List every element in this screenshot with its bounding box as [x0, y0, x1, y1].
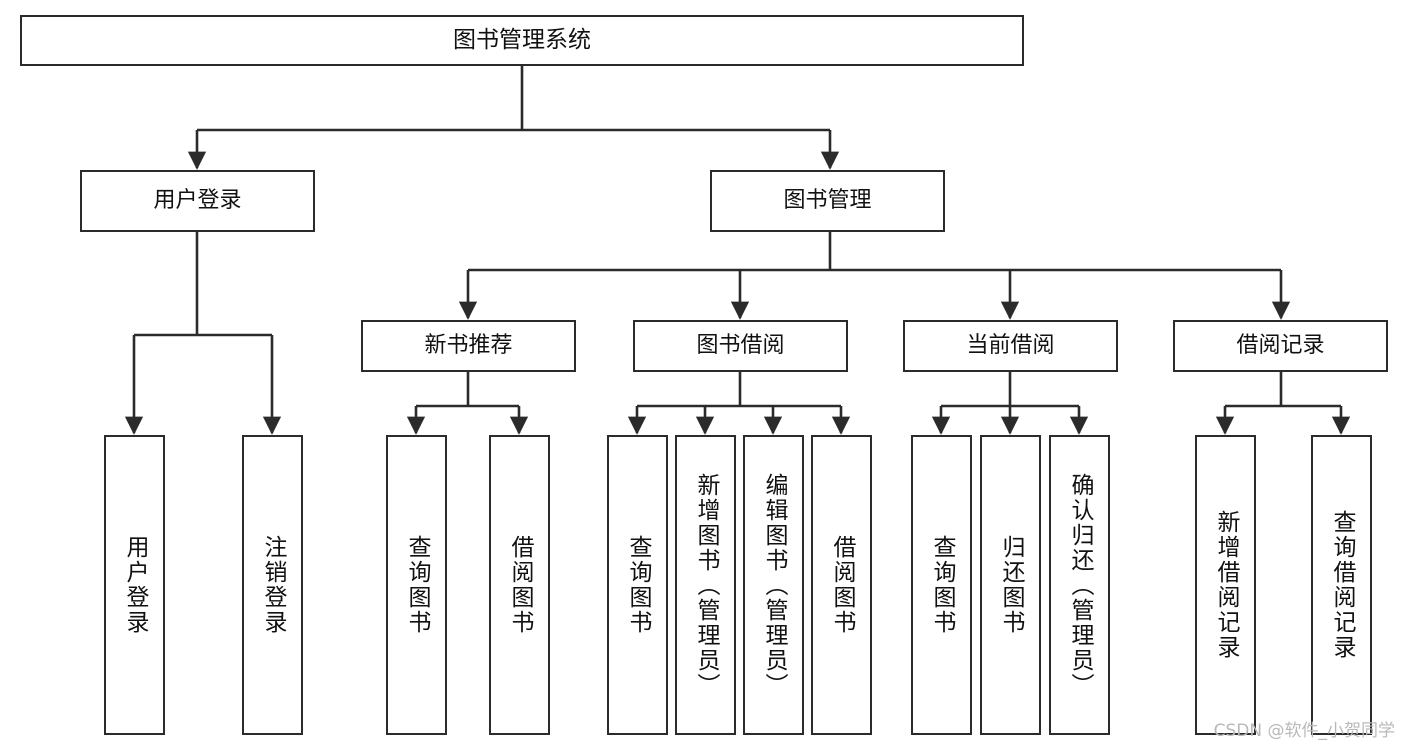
node-leaf-add-record[interactable]: 新增借阅记录	[1195, 435, 1256, 735]
node-leaf-logout-login[interactable]: 注销登录	[242, 435, 303, 735]
node-new-book-recommend-label: 新书推荐	[424, 333, 513, 359]
node-root-label: 图书管理系统	[453, 26, 591, 53]
node-leaf-user-login[interactable]: 用户登录	[104, 435, 165, 735]
node-leaf-edit-book-label: 编辑图书（管理员）	[761, 472, 787, 698]
watermark-text: CSDN @软件_小贺同学	[1213, 721, 1395, 741]
node-leaf-logout-login-label: 注销登录	[260, 535, 286, 635]
node-leaf-query-book-3-label: 查询图书	[929, 535, 955, 635]
node-leaf-return-book-label: 归还图书	[998, 535, 1024, 635]
node-leaf-borrow-book-1-label: 借阅图书	[507, 535, 533, 635]
node-root[interactable]: 图书管理系统	[20, 15, 1024, 66]
node-book-borrow-label: 图书借阅	[696, 333, 785, 359]
node-borrow-record-label: 借阅记录	[1236, 333, 1325, 359]
node-book-management[interactable]: 图书管理	[710, 170, 945, 232]
node-leaf-return-book[interactable]: 归还图书	[980, 435, 1041, 735]
node-new-book-recommend[interactable]: 新书推荐	[361, 320, 576, 372]
node-borrow-record[interactable]: 借阅记录	[1173, 320, 1388, 372]
node-leaf-add-book[interactable]: 新增图书（管理员）	[675, 435, 736, 735]
node-leaf-add-record-label: 新增借阅记录	[1213, 510, 1239, 660]
node-leaf-confirm-return[interactable]: 确认归还（管理员）	[1049, 435, 1110, 735]
node-leaf-query-book-2[interactable]: 查询图书	[607, 435, 668, 735]
node-user-login-label: 用户登录	[153, 188, 242, 214]
node-leaf-user-login-label: 用户登录	[122, 535, 148, 635]
node-leaf-edit-book[interactable]: 编辑图书（管理员）	[743, 435, 804, 735]
node-current-borrow[interactable]: 当前借阅	[903, 320, 1118, 372]
node-leaf-query-book-1-label: 查询图书	[404, 535, 430, 635]
node-leaf-query-record-label: 查询借阅记录	[1329, 510, 1355, 660]
node-current-borrow-label: 当前借阅	[966, 333, 1055, 359]
node-leaf-query-book-3[interactable]: 查询图书	[911, 435, 972, 735]
node-book-borrow[interactable]: 图书借阅	[633, 320, 848, 372]
node-leaf-borrow-book-1[interactable]: 借阅图书	[489, 435, 550, 735]
node-book-management-label: 图书管理	[783, 188, 872, 214]
node-leaf-query-book-1[interactable]: 查询图书	[386, 435, 447, 735]
node-leaf-borrow-book-2-label: 借阅图书	[829, 535, 855, 635]
node-leaf-query-book-2-label: 查询图书	[625, 535, 651, 635]
node-leaf-borrow-book-2[interactable]: 借阅图书	[811, 435, 872, 735]
node-leaf-confirm-return-label: 确认归还（管理员）	[1067, 472, 1093, 698]
node-leaf-add-book-label: 新增图书（管理员）	[693, 472, 719, 698]
node-leaf-query-record[interactable]: 查询借阅记录	[1311, 435, 1372, 735]
node-user-login[interactable]: 用户登录	[80, 170, 315, 232]
